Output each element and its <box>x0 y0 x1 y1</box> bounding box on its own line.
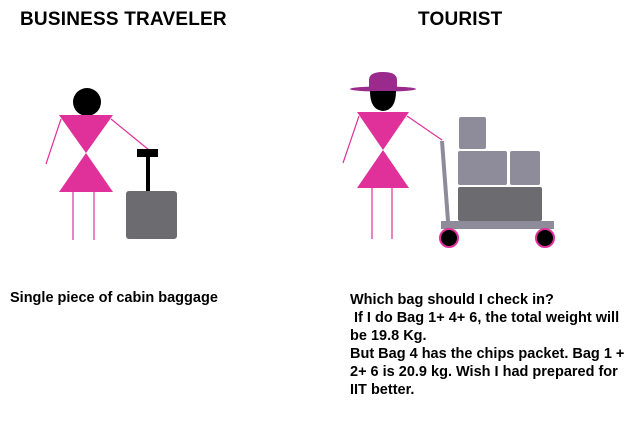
business-left-arm <box>45 118 62 165</box>
business-right-arm <box>110 118 150 151</box>
bag-top <box>459 117 486 149</box>
tourist-upper-body <box>357 112 409 150</box>
tourist-head <box>370 91 396 111</box>
tourist-caption-line: be 19.8 Kg. <box>350 328 427 344</box>
tourist-caption-line: If I do Bag 1+ 4+ 6, the total weight wi… <box>350 310 620 326</box>
business-traveler-heading: BUSINESS TRAVELER <box>20 9 227 30</box>
tourist-left-arm <box>342 115 360 164</box>
business-traveler-figure <box>45 88 150 240</box>
tourist-caption-line: Which bag should I check in? <box>350 292 554 308</box>
bag-bottom <box>458 187 542 221</box>
cart-left-wheel <box>439 228 459 248</box>
business-upper-body <box>59 115 113 153</box>
luggage-cart-icon <box>439 140 555 248</box>
tourist-caption: Which bag should I check in? If I do Bag… <box>350 291 640 399</box>
suitcase-body <box>126 191 177 239</box>
tourist-caption-line: IIT better. <box>350 382 415 398</box>
bag-middle-right <box>510 151 540 185</box>
stacked-bags <box>458 117 542 221</box>
business-caption: Single piece of cabin baggage <box>10 290 218 306</box>
tourist-right-arm <box>406 115 443 141</box>
tourist-caption-line: But Bag 4 has the chips packet. Bag 1 + <box>350 346 625 362</box>
tourist-lower-body <box>357 150 409 188</box>
tourist-figure <box>342 72 443 239</box>
suitcase-handle-grip <box>137 149 158 157</box>
tourist-heading: TOURIST <box>418 9 503 30</box>
hat-icon <box>369 72 397 89</box>
tourist-caption-line: 2+ 6 is 20.9 kg. Wish I had prepared for <box>350 364 618 380</box>
cart-platform <box>441 221 554 229</box>
cart-handle <box>440 140 450 222</box>
suitcase-handle-pole <box>146 157 150 193</box>
business-lower-body <box>59 153 113 192</box>
business-head <box>73 88 101 116</box>
bag-middle-left <box>458 151 507 185</box>
cart-right-wheel <box>535 228 555 248</box>
suitcase-icon <box>126 149 177 239</box>
